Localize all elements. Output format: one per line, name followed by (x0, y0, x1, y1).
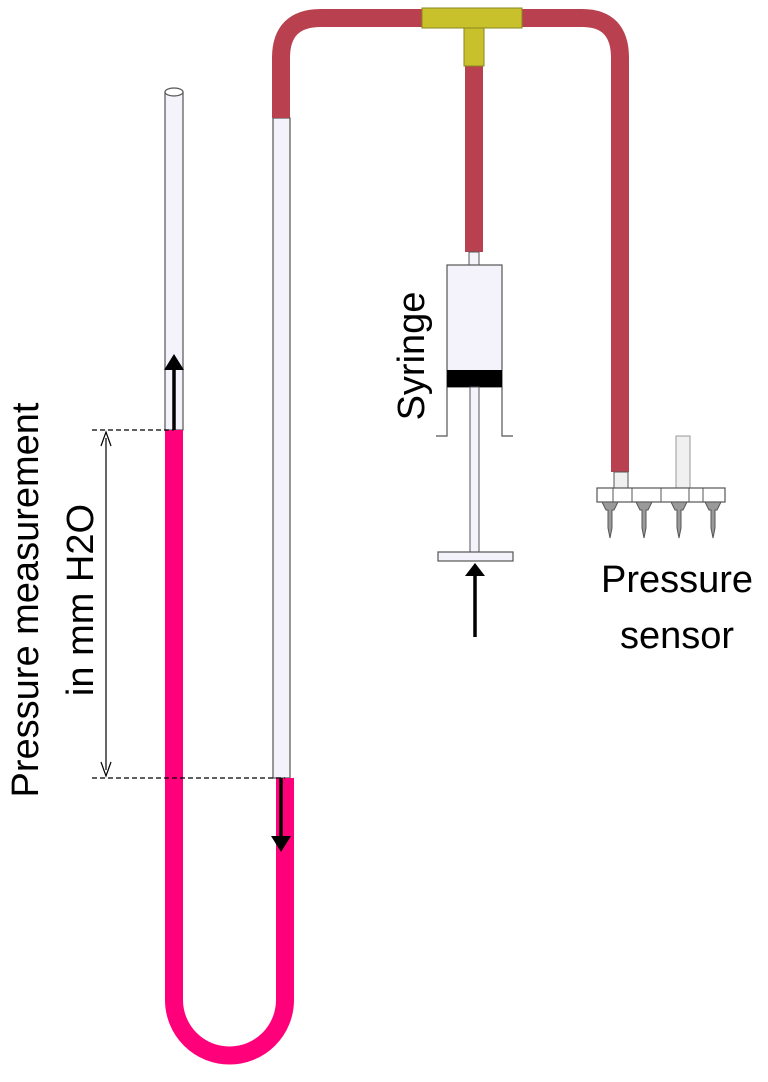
syringe-plunger-seal (447, 370, 502, 387)
connection-tubing (272, 7, 629, 472)
tube-left-branch (272, 9, 422, 118)
tube-right-branch (522, 9, 629, 472)
arrow-up-icon (465, 563, 485, 637)
arrow-up-icon (164, 354, 184, 430)
manometer-liquid (165, 430, 294, 1065)
measurement-label-line1: Pressure measurement (5, 402, 47, 797)
right-glass-tube (272, 117, 291, 779)
syringe-label: Syringe (391, 292, 433, 421)
pressure-sensor-label-line1: Pressure (601, 559, 753, 601)
arrow-down-icon (271, 778, 291, 852)
pressure-sensor-label-line2: sensor (620, 615, 734, 657)
measurement-label-line2: in mm H2O (60, 504, 102, 696)
syringe-thumb-rest (437, 551, 514, 562)
measurement-annotation (92, 429, 285, 779)
tee-connector (421, 7, 523, 67)
pressure-sensor-icon (596, 435, 726, 539)
manometer-u-tube (164, 87, 294, 1065)
syringe-plunger-rod (469, 386, 480, 553)
syringe-barrel (446, 264, 503, 388)
left-tube-opening (164, 87, 184, 97)
syringe-icon (436, 251, 514, 562)
